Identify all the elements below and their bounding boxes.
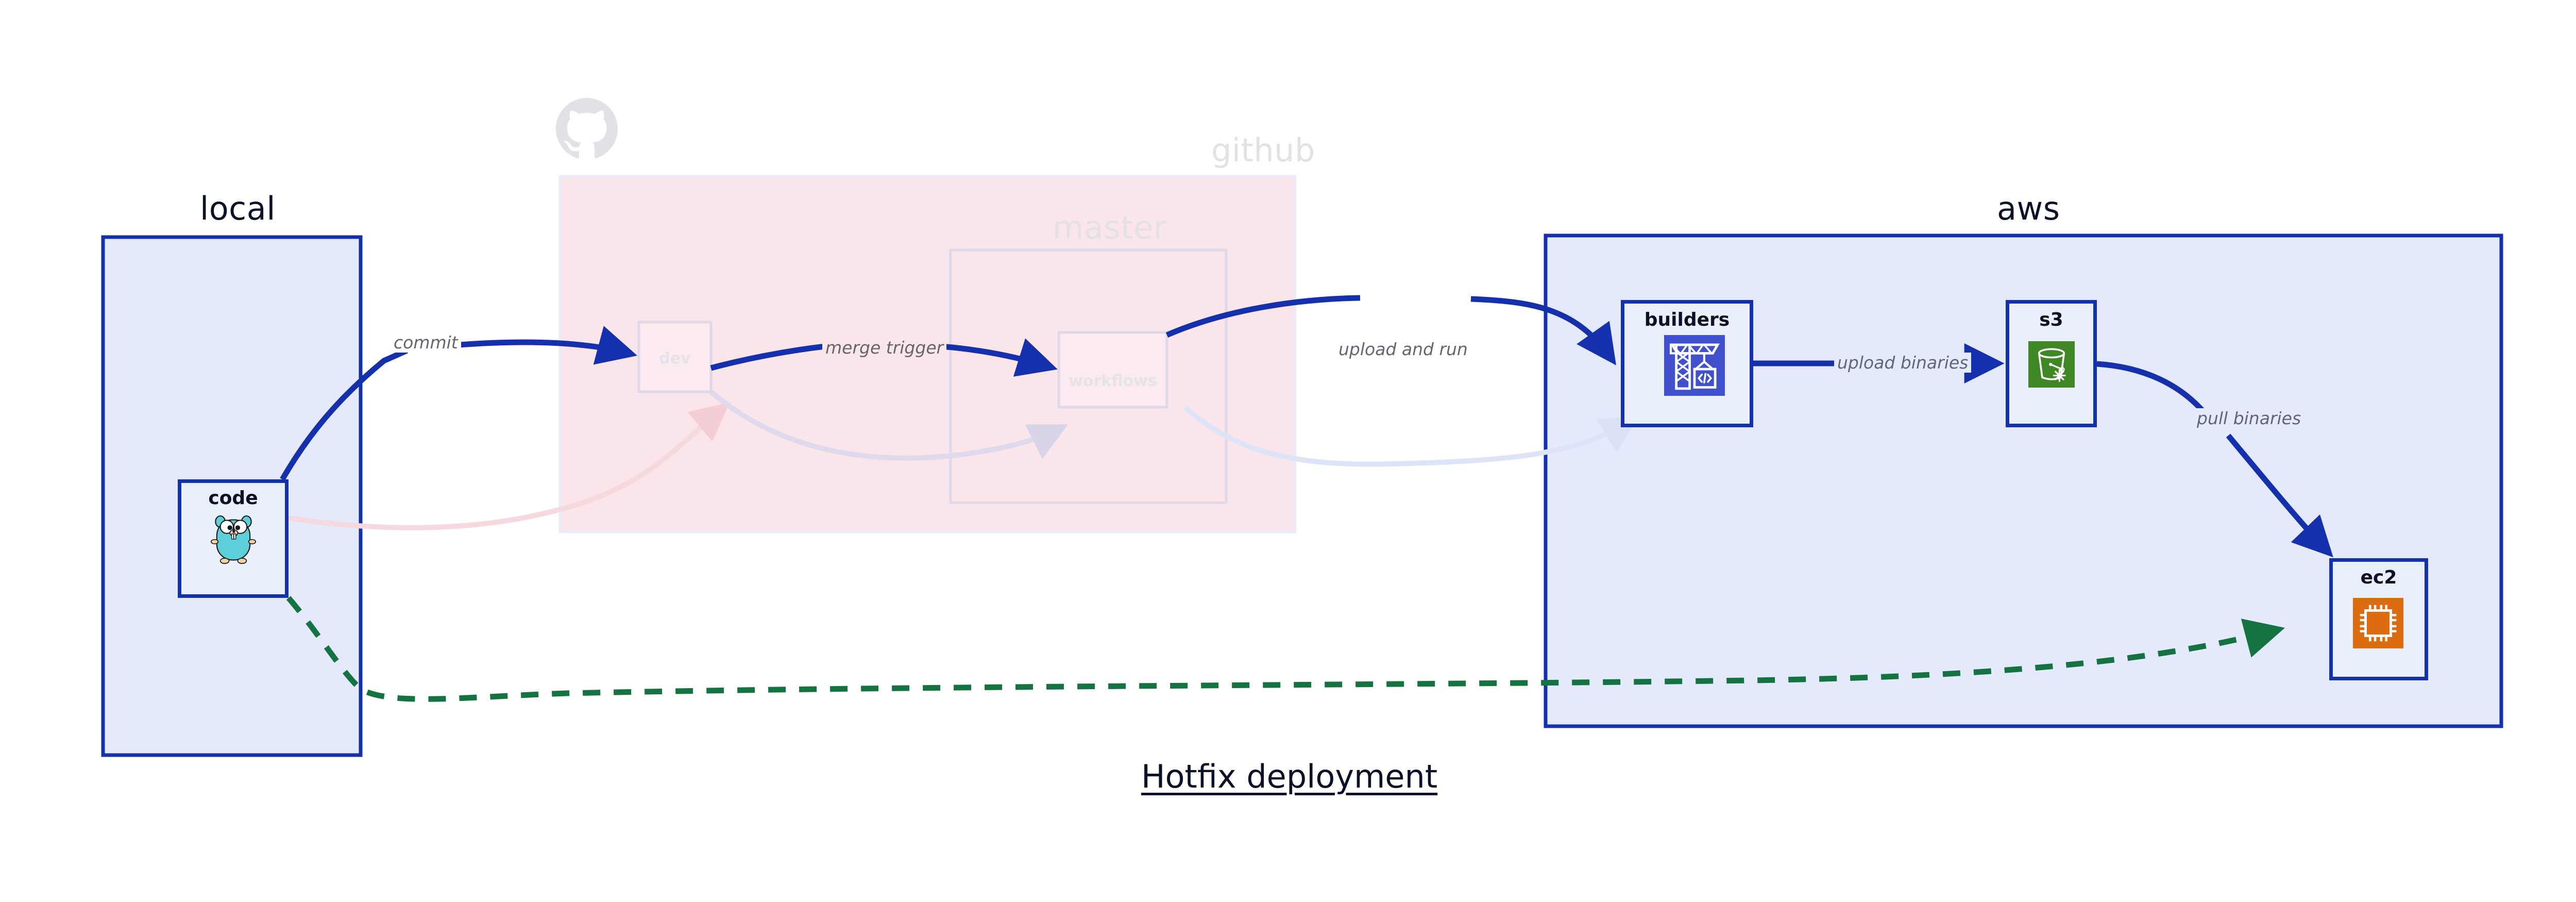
edge-label-commit: commit	[391, 332, 461, 353]
cluster-label-github: github	[1211, 131, 1315, 169]
cluster-master-box	[949, 248, 1228, 504]
edge-commit-path	[280, 347, 409, 481]
edge-hotfix-direct-path	[286, 596, 2285, 702]
node-workflows-box[interactable]	[1057, 331, 1168, 409]
edge-label-upload-and-run: upload and run	[1335, 339, 1471, 359]
edge-pull-binaries-path-2	[2226, 433, 2333, 558]
edge-pull-binaries-path	[2096, 361, 2207, 414]
edge-faded-workflows-builders	[1183, 405, 1640, 467]
aws-s3-bucket-icon	[2028, 341, 2075, 388]
cluster-label-local: local	[200, 190, 276, 227]
cluster-label-master: master	[1053, 209, 1167, 246]
edge-label-pull-binaries: pull binaries	[2194, 408, 2304, 428]
aws-ec2-chip-icon	[2353, 598, 2403, 648]
edge-merge-trigger-path	[710, 342, 835, 371]
edge-commit-path-2	[440, 326, 638, 365]
cluster-label-aws: aws	[1997, 190, 2060, 227]
edge-faded-dev-workflows	[709, 390, 1069, 461]
edge-label-upload-binaries: upload binaries	[1834, 353, 1972, 373]
node-builders-box[interactable]	[1621, 300, 1753, 427]
page-title: Hotfix deployment	[1141, 758, 1438, 795]
github-octocat-icon	[556, 98, 618, 160]
aws-codebuild-crane-icon	[1664, 335, 1725, 396]
go-gopher-icon	[206, 510, 261, 567]
edge-faded-pink-return	[288, 402, 730, 530]
node-label-s3: s3	[2039, 309, 2063, 330]
edge-upload-and-run-path	[1165, 295, 1361, 338]
node-label-ec2: ec2	[2360, 567, 2397, 588]
node-dev-box[interactable]	[637, 321, 713, 393]
node-label-dev: dev	[659, 349, 691, 368]
edge-label-merge-trigger: merge trigger	[822, 338, 947, 358]
node-label-workflows: workflows	[1069, 372, 1157, 390]
node-label-builders: builders	[1644, 309, 1730, 330]
edge-upload-and-run-path-2	[1470, 296, 1617, 365]
node-label-code: code	[208, 488, 258, 509]
